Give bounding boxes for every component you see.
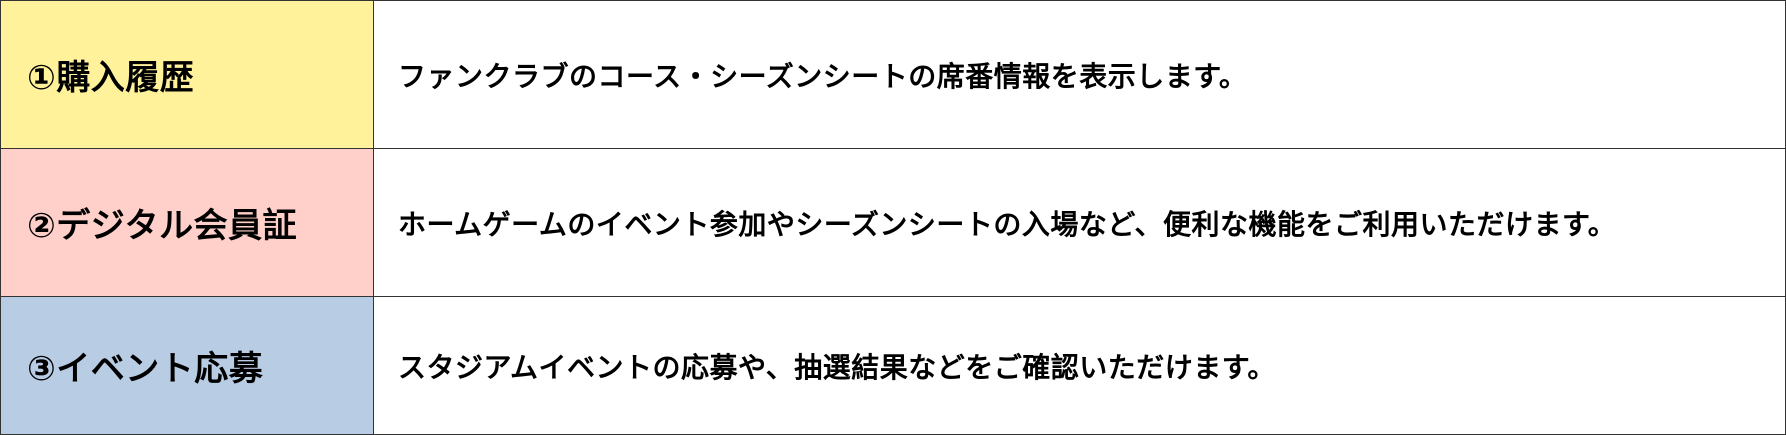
row-description-event-application: スタジアムイベントの応募や、抽選結果などをご確認いただけます。	[374, 297, 1785, 434]
row-label-text: ①購入履歴	[27, 58, 195, 98]
row-label-text: ③イベント応募	[27, 349, 264, 389]
row-label-text: ②デジタル会員証	[27, 206, 298, 246]
row-description-digital-membership-card: ホームゲームのイベント参加やシーズンシートの入場など、便利な機能をご利用いただけ…	[374, 149, 1785, 297]
row-label-digital-membership-card: ②デジタル会員証	[1, 149, 374, 297]
row-label-event-application: ③イベント応募	[1, 297, 374, 434]
row-label-purchase-history: ①購入履歴	[1, 1, 374, 149]
row-description-text: ホームゲームのイベント参加やシーズンシートの入場など、便利な機能をご利用いただけ…	[398, 207, 1617, 241]
row-description-text: ファンクラブのコース・シーズンシートの席番情報を表示します。	[398, 59, 1248, 93]
row-description-text: スタジアムイベントの応募や、抽選結果などをご確認いただけます。	[398, 350, 1276, 384]
row-description-purchase-history: ファンクラブのコース・シーズンシートの席番情報を表示します。	[374, 1, 1785, 149]
